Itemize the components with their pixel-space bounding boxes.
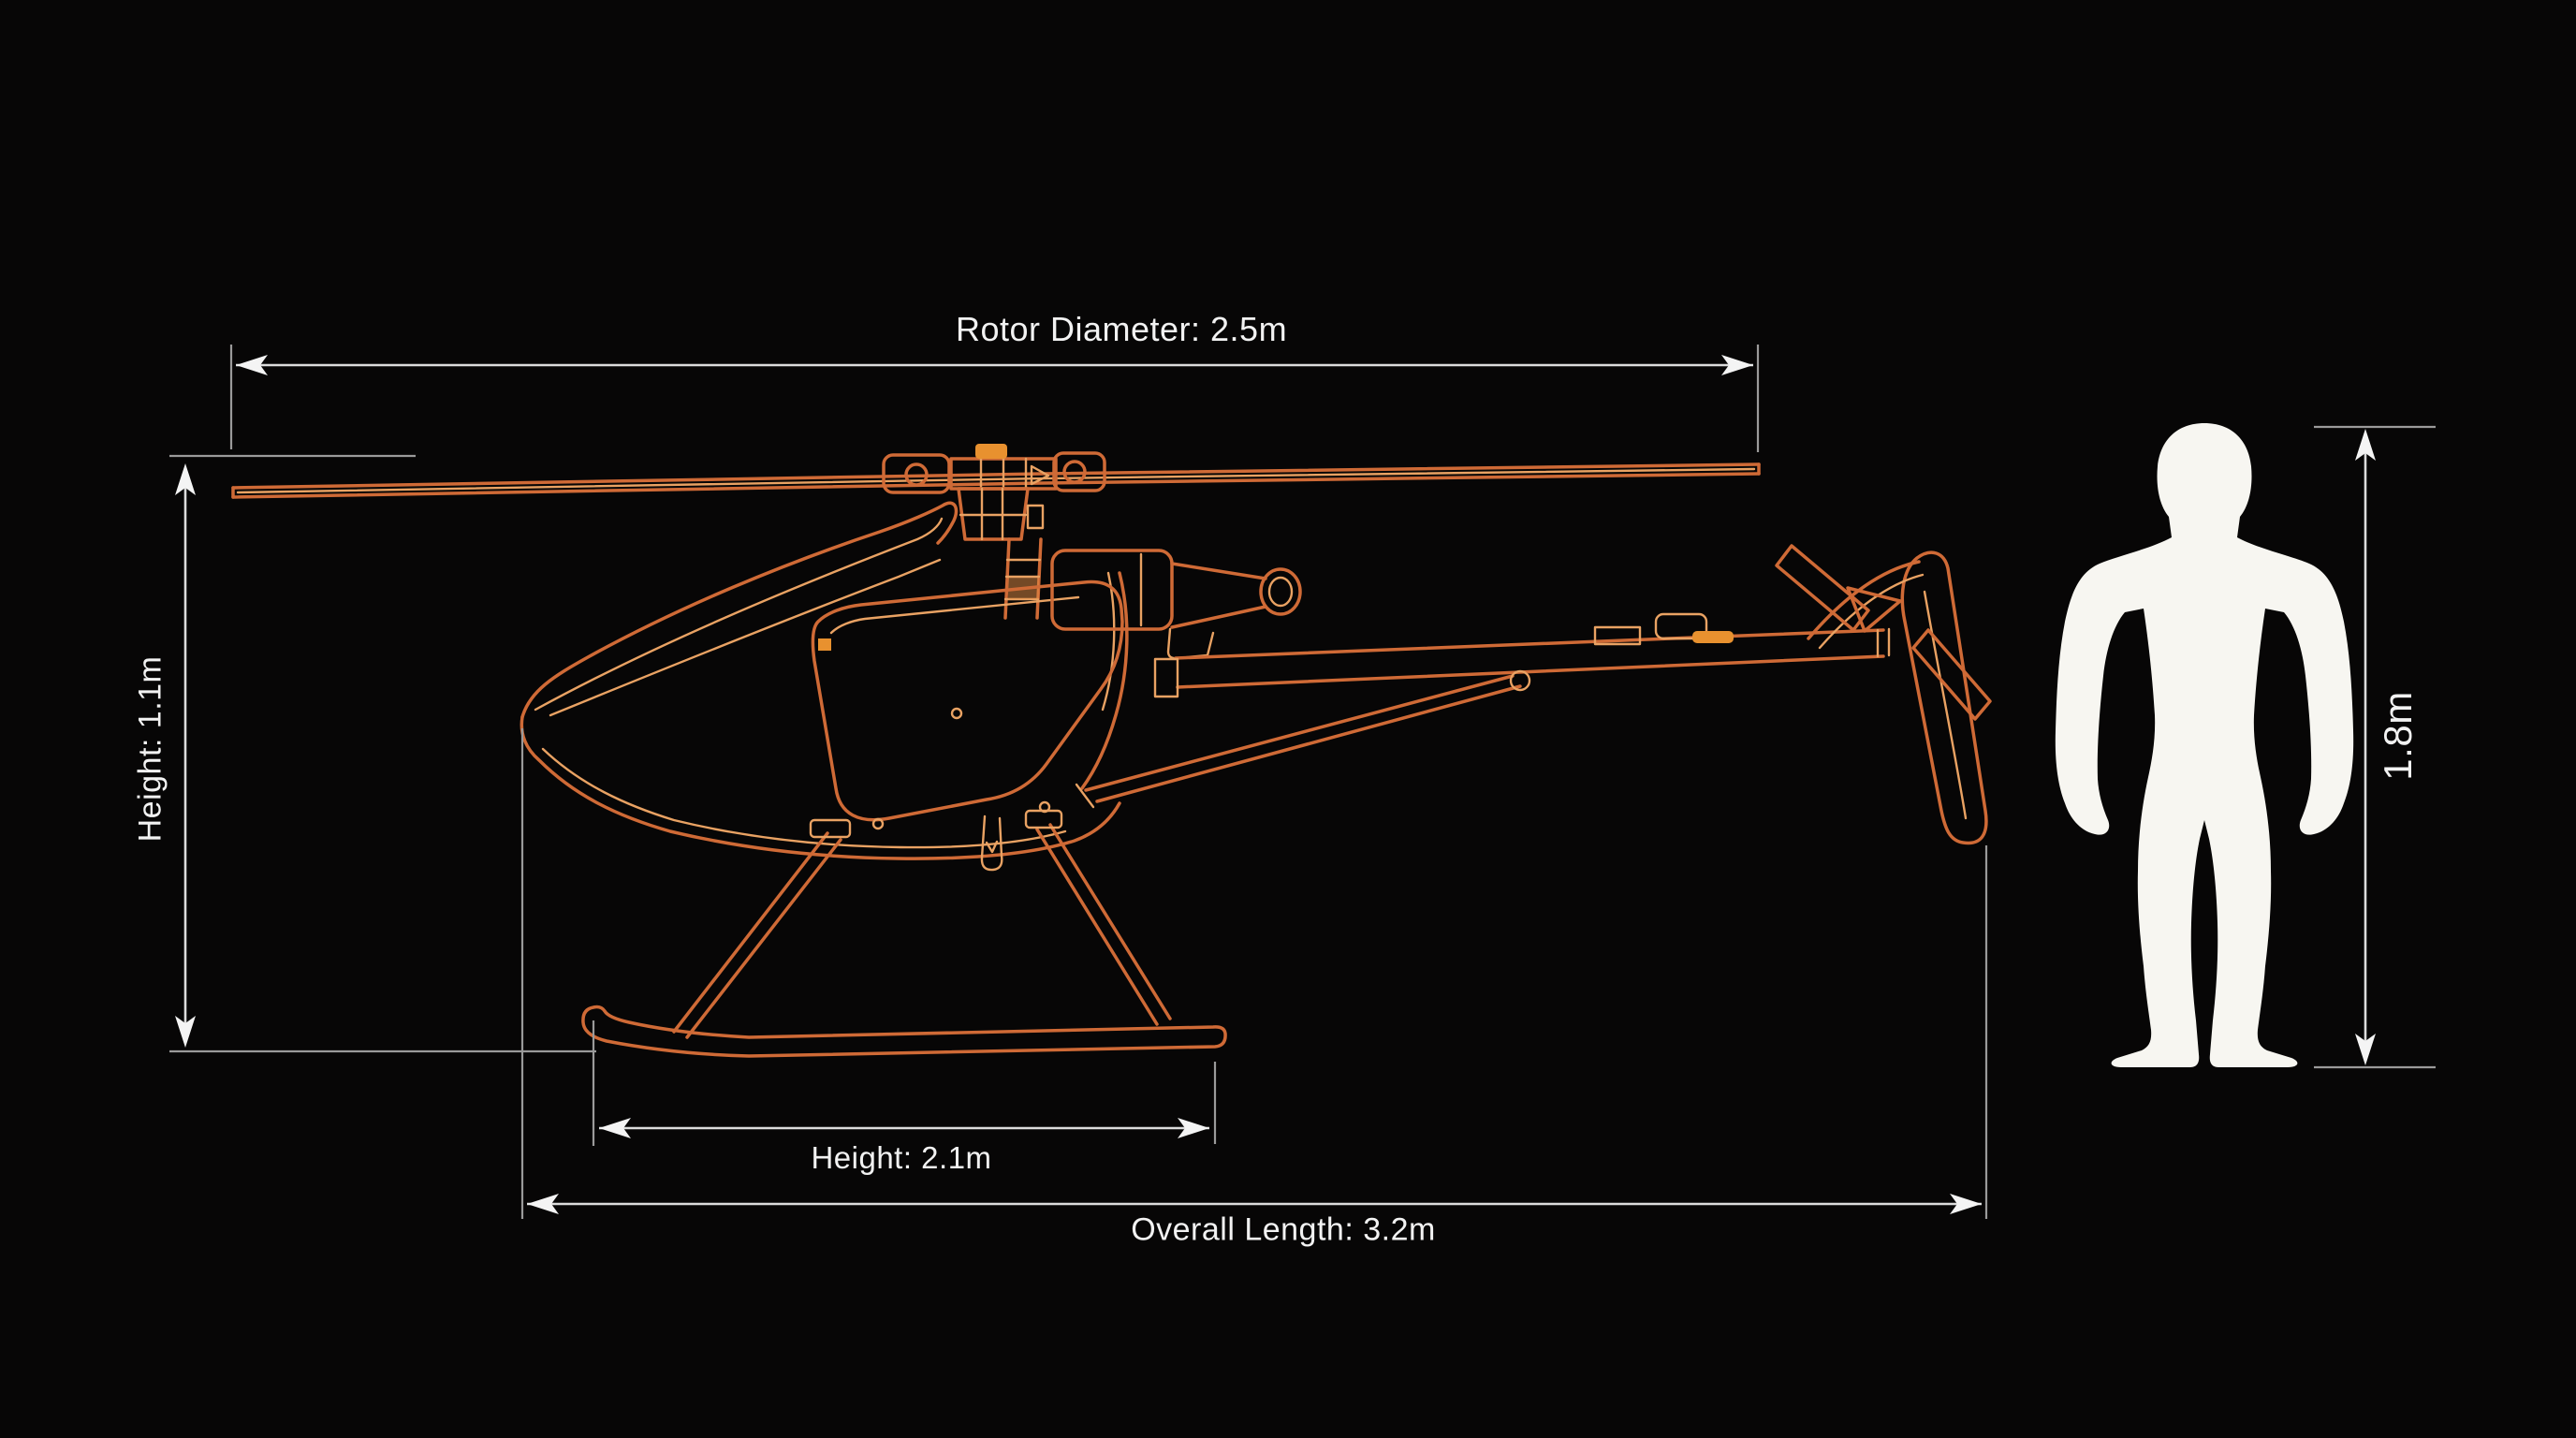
fuselage-belly-inner	[541, 747, 1067, 849]
left-grip-bolt	[904, 462, 929, 487]
human-height-dimension	[2314, 425, 2436, 1069]
right-grip-bolt	[1062, 460, 1087, 484]
helicopter-line-art	[231, 444, 1992, 1058]
height-left-label: Height: 1.1m	[132, 655, 168, 843]
boom-top-line	[1174, 628, 1885, 660]
fin-leading-arc	[1807, 560, 1921, 640]
right-blade-grip	[1052, 451, 1106, 492]
front-strut-mount	[809, 818, 852, 839]
tail-assembly	[1775, 544, 1992, 845]
swashplate-cage	[957, 487, 1030, 541]
boom-bottom-line	[1176, 654, 1885, 689]
human-height-label: 1.8m	[2376, 691, 2420, 781]
skid-dimension	[592, 1020, 1217, 1146]
overall-length-arrow-right	[1950, 1194, 1982, 1214]
rotor-diameter-arrow-right	[1721, 355, 1753, 375]
tail-boom	[1075, 612, 1891, 809]
exhaust-opening	[1259, 567, 1302, 616]
skid-arrow-left	[599, 1118, 631, 1138]
boom-clamp	[1654, 612, 1708, 640]
fuselage-belly	[520, 715, 1121, 860]
skid-length-label: Height: 2.1m	[811, 1140, 992, 1175]
height-arrow-up	[175, 463, 196, 495]
fuselage-canopy	[520, 501, 1129, 860]
door-marker-chip	[818, 638, 831, 651]
front-skid-strut	[672, 831, 842, 1039]
rotor-blade-tips	[231, 462, 1761, 499]
vertical-fin	[1900, 550, 1988, 845]
overall-length-dimension	[520, 728, 1988, 1219]
swashplate-tab	[1026, 504, 1045, 530]
engine-cowl	[1050, 549, 1302, 660]
tail-rotor-blade-upper	[1775, 544, 1870, 632]
exhaust-opening-inner	[1267, 576, 1294, 608]
brace-root-cap	[1075, 783, 1095, 809]
human-height-arrow-down	[2355, 1034, 2376, 1065]
boom-servo-block	[1593, 625, 1642, 646]
door-inner-edge	[829, 595, 1080, 635]
boom-bright-sleeve	[1692, 631, 1734, 643]
rear-skid-strut	[1035, 823, 1172, 1026]
door-outline	[811, 580, 1124, 822]
rotor-diameter-dimension	[229, 345, 1760, 452]
swashplate-cage-bars	[959, 487, 1028, 541]
human-height-arrow-up	[2355, 429, 2376, 461]
canopy-inner-frame	[534, 517, 944, 712]
belly-strap	[980, 814, 1003, 872]
rotor-blade-bottom-edge	[231, 472, 1761, 499]
cowl-bracket	[1166, 627, 1215, 660]
overall-length-arrow-left	[527, 1194, 559, 1214]
pitch-link-pointer	[1030, 464, 1050, 486]
door-rivet-2	[871, 817, 885, 830]
dimension-annotations	[169, 345, 2436, 1219]
height-arrow-down	[175, 1016, 196, 1048]
rotor-blade-highlight	[236, 467, 1756, 494]
boom-root-mount	[1153, 657, 1179, 698]
tail-rotor-blade-lower	[1911, 628, 1992, 721]
human-silhouette	[2055, 423, 2354, 1067]
cowl-body	[1050, 549, 1174, 631]
rotor-diameter-label: Rotor Diameter: 2.5m	[955, 310, 1288, 348]
vertical-fin-inner-line	[1923, 590, 1968, 820]
rotor-blade-top-edge	[231, 462, 1761, 490]
exhaust-cone	[1170, 562, 1267, 629]
skid-arrow-right	[1178, 1118, 1209, 1138]
fuselage-rear-edge	[1080, 571, 1129, 790]
hub-dividers	[979, 457, 1028, 491]
main-rotor-blade	[231, 462, 1761, 499]
left-blade-grip	[882, 453, 951, 494]
height-dimension	[169, 454, 596, 1053]
overall-length-label: Overall Length: 3.2m	[1131, 1211, 1436, 1248]
landing-gear	[581, 809, 1227, 1058]
brace-clamp-loop	[1509, 669, 1531, 692]
fin-leading-arc-inner	[1818, 573, 1925, 650]
boom-support-braces	[1084, 674, 1522, 803]
door-rivet-1	[950, 707, 963, 720]
boom-end-caps	[1876, 627, 1891, 658]
fin-gusset-triangle	[1846, 586, 1902, 633]
windshield-frame-line	[549, 558, 942, 717]
door-panel	[811, 580, 1124, 830]
skid-tube	[581, 1005, 1227, 1058]
canopy-top-ridge	[520, 501, 959, 719]
rear-strut-mount	[1024, 809, 1063, 829]
rotor-hub	[882, 444, 1106, 620]
fuselage-rear-inner	[1101, 571, 1116, 712]
hub-top-cap	[975, 444, 1007, 459]
rotor-diameter-arrow-left	[236, 355, 268, 375]
